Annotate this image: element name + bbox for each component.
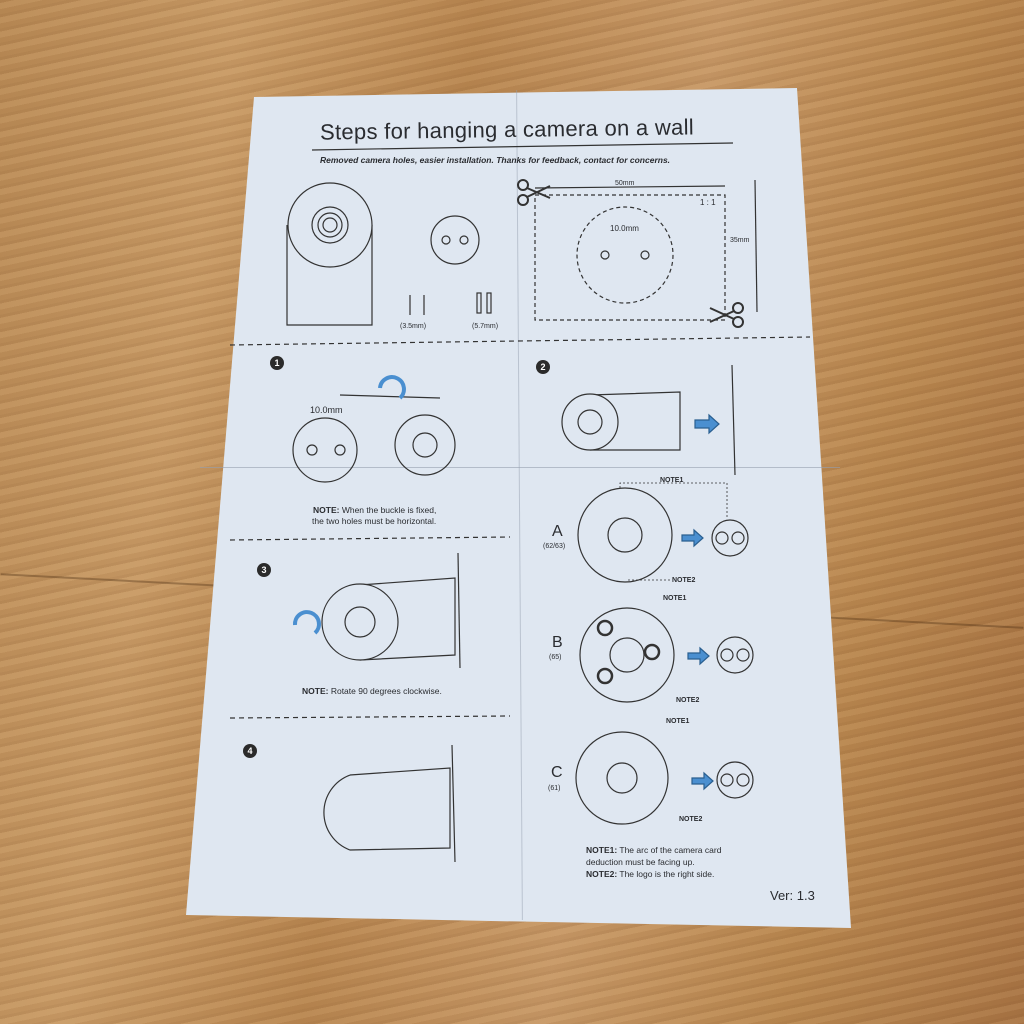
- note-label: NOTE2:: [586, 869, 618, 879]
- scissors-icon: [517, 179, 551, 206]
- mount-plate-illustration: [430, 215, 480, 265]
- section-divider: [229, 536, 511, 541]
- template-cutout: [534, 194, 726, 321]
- step3-note: Rotate 90 degrees clockwise.: [330, 686, 442, 696]
- step-number: 3: [257, 563, 271, 577]
- variant-b-illustration: [579, 607, 754, 703]
- variant-a-illustration: [577, 482, 749, 583]
- note2-text: The logo is the right side.: [619, 869, 715, 879]
- variant-c-illustration: [575, 731, 754, 825]
- variant-label: B: [552, 634, 563, 651]
- step1-dimension: 10.0mm: [310, 405, 343, 415]
- step-number: 2: [536, 360, 550, 374]
- version-label: Ver: 1.3: [770, 888, 815, 903]
- screw-size: (3.5mm): [400, 323, 427, 330]
- screws-icon: [409, 295, 425, 315]
- step1-note: When the buckle is fixed,: [341, 505, 437, 515]
- variant-model: (62/63): [543, 543, 566, 550]
- variant-label: A: [552, 523, 563, 540]
- template-width: 50mm: [615, 180, 635, 187]
- step-number: 1: [270, 356, 284, 370]
- section-divider: [229, 336, 811, 346]
- step1-note-line2: the two holes must be horizontal.: [312, 516, 437, 526]
- title-underline: [311, 142, 734, 151]
- step4-illustration: [323, 744, 456, 863]
- variant-label: C: [551, 764, 563, 781]
- template-hole: [640, 250, 650, 260]
- note-label: NOTE:: [302, 686, 329, 696]
- template-scale: 1 : 1: [700, 198, 716, 207]
- scissors-icon: [709, 302, 744, 328]
- note2-callout: NOTE2: [676, 697, 700, 704]
- camera-illustration: [286, 182, 373, 326]
- template-hole-spacing: 10.0mm: [610, 224, 639, 233]
- note-label: NOTE1:: [586, 845, 618, 855]
- note1-callout: NOTE1: [663, 595, 687, 602]
- note1-callout: NOTE1: [666, 718, 690, 725]
- variant-model: (65): [549, 654, 562, 661]
- template-height: 35mm: [730, 237, 750, 244]
- step1-illustration: [292, 375, 456, 483]
- note1-text-line2: deduction must be facing up.: [586, 857, 695, 867]
- anchors-icon: [476, 292, 492, 314]
- note2-callout: NOTE2: [672, 577, 696, 584]
- fold-line: [200, 467, 840, 468]
- step2-illustration: [561, 364, 736, 476]
- document-subtitle: Removed camera holes, easier installatio…: [320, 155, 671, 165]
- step3-illustration: [292, 552, 461, 669]
- step-number: 4: [243, 744, 257, 758]
- note-label: NOTE:: [313, 505, 340, 515]
- variant-model: (61): [548, 785, 561, 792]
- template-hole: [600, 250, 610, 260]
- note2-callout: NOTE2: [679, 816, 703, 823]
- note1-text: The arc of the camera card: [619, 845, 722, 855]
- note1-callout: NOTE1: [660, 477, 684, 484]
- anchor-size: (5.7mm): [472, 323, 499, 330]
- section-divider: [229, 715, 511, 719]
